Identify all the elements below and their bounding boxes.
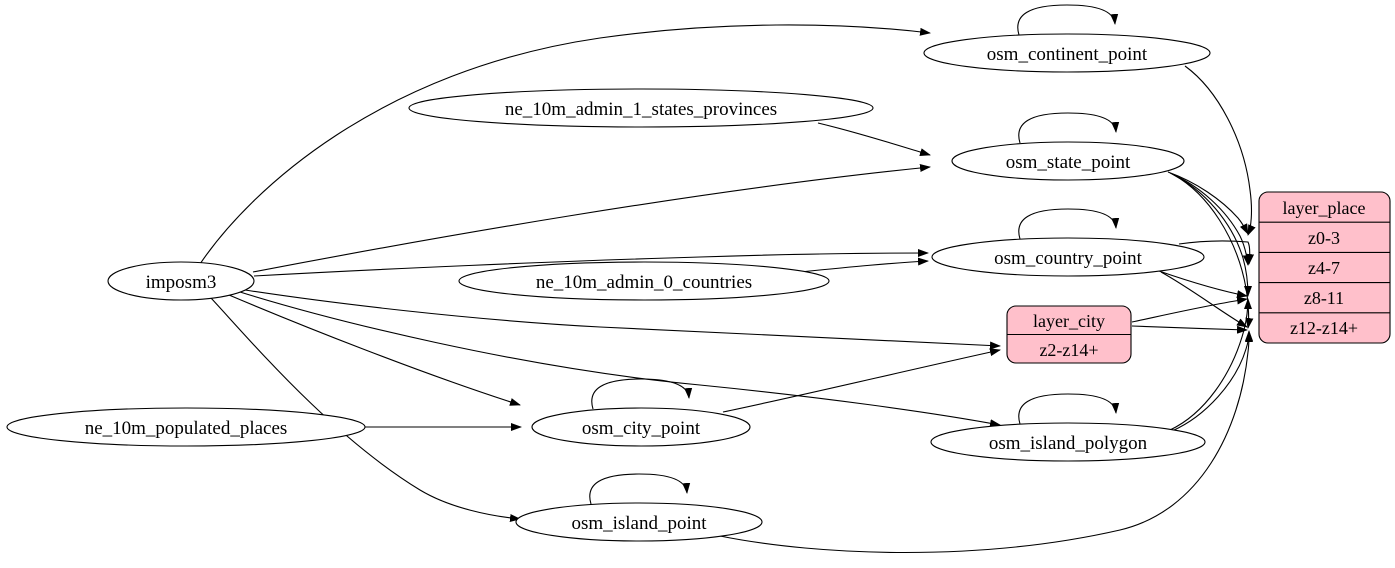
node-label: imposm3: [146, 272, 217, 293]
edge-osm_state_point-to-layer_place-z8-11: [1171, 173, 1252, 297]
node-osm_city_point[interactable]: osm_city_point: [531, 407, 751, 447]
edge-osm_country_point-to-layer_place-z8-11: [1158, 270, 1248, 299]
node-ne_10m_populated_places[interactable]: ne_10m_populated_places: [6, 407, 366, 447]
node-label: ne_10m_populated_places: [85, 418, 288, 439]
edge-self-osm_city_point: [591, 378, 693, 410]
node-osm_continent_point[interactable]: osm_continent_point: [923, 33, 1211, 73]
node-osm_island_polygon[interactable]: osm_island_polygon: [930, 422, 1206, 462]
edge-layer_city-to-layer_place-z12: [1131, 325, 1248, 334]
node-label: osm_city_point: [582, 418, 701, 439]
node-ne_10m_admin_0_countries[interactable]: ne_10m_admin_0_countries: [458, 261, 830, 301]
node-label: ne_10m_admin_1_states_provinces: [505, 99, 777, 120]
edge-self-osm_continent_point: [1017, 4, 1119, 36]
edge-imposm3-to-layer_city: [244, 289, 1001, 350]
record-row-z2-z14: z2-z14+: [1039, 340, 1098, 360]
record-node-layer_place[interactable]: layer_place z0-3 z4-7 z8-11 z12-z14+: [1258, 191, 1391, 344]
edge-osm_island_polygon-to-layer_place-z12: [1171, 330, 1253, 432]
node-osm_country_point[interactable]: osm_country_point: [931, 237, 1205, 277]
edge-osm_state_point-to-layer_place-z0-3: [1167, 171, 1249, 235]
record-row-z12-z14: z12-z14+: [1290, 318, 1358, 338]
record-row-z4-7: z4-7: [1308, 258, 1340, 278]
edge-ne_10m_admin_0_countries-to-osm_country_point: [799, 257, 929, 273]
edge-osm_island_point-to-layer_place-z12: [719, 331, 1253, 554]
edge-osm_state_point-to-layer_place-z12: [1173, 174, 1254, 329]
edge-imposm3-to-osm_city_point: [228, 294, 521, 406]
record-row-z8-11: z8-11: [1304, 288, 1344, 308]
edge-imposm3-to-osm_island_polygon: [239, 291, 1001, 428]
edge-osm_continent_point-to-layer_place-z0-3: [1184, 65, 1256, 236]
edge-osm_country_point-to-layer_place-z4-7: [1178, 240, 1255, 265]
edge-ne_10m_admin_1_states_provinces-to-osm_state_point: [817, 122, 931, 156]
record-title: layer_city: [1033, 311, 1105, 331]
edge-self-osm_state_point: [1018, 112, 1120, 144]
edge-self-osm_country_point: [1018, 208, 1120, 240]
node-osm_state_point[interactable]: osm_state_point: [951, 141, 1185, 181]
node-ne_10m_admin_1_states_provinces[interactable]: ne_10m_admin_1_states_provinces: [408, 88, 874, 128]
edge-osm_city_point-to-layer_city: [722, 348, 1001, 413]
edge-osm_island_polygon-to-layer_place-z8-11: [1169, 298, 1252, 431]
node-label: osm_island_point: [571, 513, 707, 534]
node-label: osm_continent_point: [987, 44, 1148, 65]
node-label: ne_10m_admin_0_countries: [536, 272, 752, 293]
edge-layer_city-to-layer_place-z8-11: [1131, 296, 1248, 323]
record-title: layer_place: [1283, 198, 1366, 218]
node-label: osm_state_point: [1006, 152, 1131, 173]
edge-layer: [199, 4, 1256, 554]
node-imposm3[interactable]: imposm3: [107, 261, 255, 301]
node-label: osm_island_polygon: [989, 433, 1148, 454]
edge-imposm3-to-osm_state_point: [252, 164, 931, 273]
edge-self-osm_island_point: [589, 473, 691, 505]
record-node-layer_city[interactable]: layer_city z2-z14+: [1006, 305, 1132, 364]
edge-imposm3-to-osm_continent_point: [199, 24, 931, 265]
node-label: osm_country_point: [994, 248, 1142, 269]
edge-osm_country_point-to-layer_place-z12: [1160, 271, 1248, 328]
edge-self-osm_island_polygon: [1018, 393, 1120, 425]
edge-imposm3-to-osm_country_point: [253, 249, 929, 277]
edge-imposm3-to-osm_island_point: [210, 297, 521, 522]
record-row-z0-3: z0-3: [1308, 228, 1340, 248]
node-layer: imposm3 ne_10m_populated_places ne_10m_a…: [6, 33, 1211, 542]
node-osm_island_point[interactable]: osm_island_point: [515, 502, 763, 542]
